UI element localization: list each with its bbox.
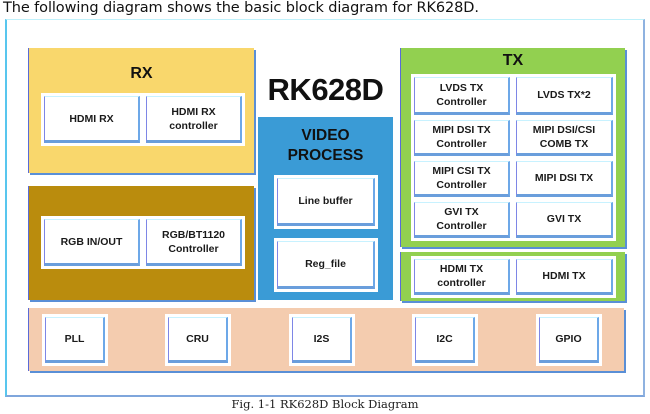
video-process-title: VIDEO PROCESS xyxy=(287,127,364,164)
block-mipi-csi-tx-controller: MIPI CSI TX Controller xyxy=(411,158,513,200)
block-label: HDMI TX controller xyxy=(414,259,510,295)
tx-group: TX LVDS TX Controller LVDS TX*2 MIPI DSI… xyxy=(400,48,625,247)
block-label: MIPI DSI TX xyxy=(516,161,613,197)
rgb-group: RGB IN/OUT RGB/BT1120 Controller xyxy=(28,186,254,300)
block-label: Reg_file xyxy=(277,241,375,289)
tx-title: TX xyxy=(502,52,524,69)
video-process-group: VIDEO PROCESS Line buffer Reg_file xyxy=(258,117,393,300)
figure-caption: Fig. 1-1 RK628D Block Diagram xyxy=(231,397,419,411)
block-label: RGB/BT1120 Controller xyxy=(146,219,242,266)
rx-group: RX HDMI RX HDMI RX controller xyxy=(28,48,254,173)
block-label: LVDS TX Controller xyxy=(414,77,510,115)
block-gvi-tx-controller: GVI TX Controller xyxy=(411,199,513,241)
block-mipi-dsi-tx: MIPI DSI TX xyxy=(513,158,616,200)
block-hdmi-rx-controller: HDMI RX controller xyxy=(143,93,245,146)
block-hdmi-rx: HDMI RX xyxy=(41,93,143,146)
intro-text: The following diagram shows the basic bl… xyxy=(3,0,479,16)
chip-title: RK628D xyxy=(267,72,384,107)
block-label: GPIO xyxy=(539,317,599,363)
block-label: HDMI RX xyxy=(44,96,140,143)
block-label: PLL xyxy=(45,317,105,363)
block-label: I2C xyxy=(415,317,475,363)
block-mipi-dsi-csi-comb-tx: MIPI DSI/CSI COMB TX xyxy=(513,117,616,159)
hdmi-tx-group: HDMI TX controller HDMI TX xyxy=(400,252,625,301)
block-label: Line buffer xyxy=(277,178,375,226)
block-hdmi-tx-controller: HDMI TX controller xyxy=(411,256,513,298)
block-gpio: GPIO xyxy=(536,314,602,366)
block-hdmi-tx: HDMI TX xyxy=(513,256,616,298)
block-label: I2S xyxy=(292,317,352,363)
peripherals-group: PLL CRU I2S I2C GPIO xyxy=(28,308,624,371)
block-i2c: I2C xyxy=(412,314,478,366)
block-label: HDMI TX xyxy=(516,259,613,295)
block-label: LVDS TX*2 xyxy=(516,77,613,115)
block-label: GVI TX xyxy=(516,202,613,238)
block-label: RGB IN/OUT xyxy=(44,219,140,266)
block-pll: PLL xyxy=(42,314,108,366)
block-label: MIPI DSI TX Controller xyxy=(414,120,510,156)
block-lvds-tx-controller: LVDS TX Controller xyxy=(411,74,513,118)
rx-title: RX xyxy=(130,65,153,82)
block-i2s: I2S xyxy=(289,314,355,366)
block-rgb-bt1120-controller: RGB/BT1120 Controller xyxy=(143,216,245,269)
block-cru: CRU xyxy=(165,314,231,366)
block-label: GVI TX Controller xyxy=(414,202,510,238)
block-label: MIPI DSI/CSI COMB TX xyxy=(516,120,613,156)
block-reg-file: Reg_file xyxy=(274,238,378,292)
block-label: CRU xyxy=(168,317,228,363)
block-mipi-dsi-tx-controller: MIPI DSI TX Controller xyxy=(411,117,513,159)
block-label: MIPI CSI TX Controller xyxy=(414,161,510,197)
block-lvds-tx-x2: LVDS TX*2 xyxy=(513,74,616,118)
block-rgb-in-out: RGB IN/OUT xyxy=(41,216,143,269)
block-gvi-tx: GVI TX xyxy=(513,199,616,241)
block-line-buffer: Line buffer xyxy=(274,175,378,229)
block-label: HDMI RX controller xyxy=(146,96,242,143)
